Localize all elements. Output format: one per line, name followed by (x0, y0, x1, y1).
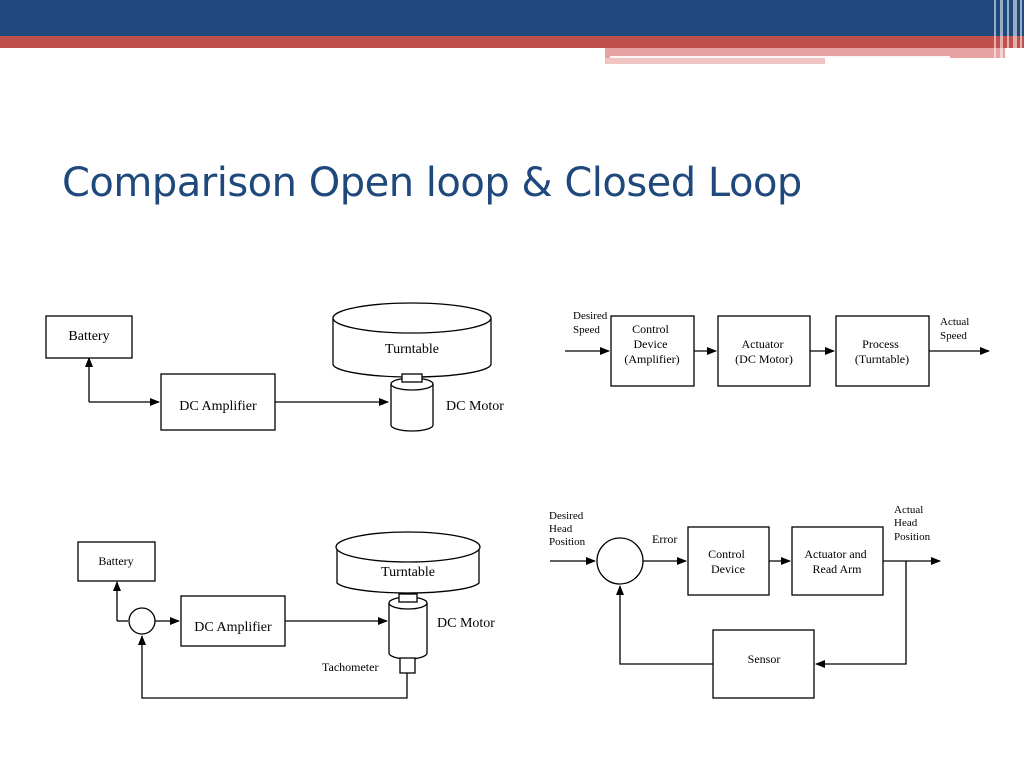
dc-motor-label: DC Motor (446, 399, 504, 414)
svg-text:Desired: Desired (573, 310, 608, 322)
svg-text:Actual Head Position: Actual Head Position (894, 504, 931, 543)
desired-head-position-1: Desired (549, 510, 584, 522)
battery-label-2: Battery (98, 554, 133, 568)
actual-head-position-1: Actual (894, 504, 923, 516)
error-summing-junction (596, 537, 644, 585)
actuator-label-2: (DC Motor) (735, 352, 793, 366)
closed-loop-physical-diagram (77, 531, 481, 699)
desired-head-position-2: Head (549, 523, 573, 535)
dc-amplifier-box-2 (180, 595, 286, 647)
actual-head-position-3: Position (894, 531, 931, 543)
closed-loop-block-diagram (550, 526, 941, 699)
sensor-block (712, 629, 815, 699)
slide-title: Comparison Open loop & Closed Loop (62, 160, 802, 206)
control-device-block-2 (687, 526, 770, 596)
svg-text:Process (Turntable): Process (Turntable) (855, 337, 909, 366)
actual-head-position-2: Head (894, 517, 918, 529)
header-accent-band (0, 36, 1024, 48)
tachometer-box (399, 657, 416, 674)
actuator-read-arm-block (791, 526, 884, 596)
desired-speed-label-2: Speed (573, 324, 600, 336)
sensor-label: Sensor (748, 652, 781, 666)
process-block (835, 315, 930, 387)
dc-amplifier-label-2: DC Amplifier (194, 620, 272, 635)
control-device-block (610, 315, 695, 387)
svg-text:Actuator (DC Motor): Actuator (DC Motor) (735, 337, 793, 366)
process-label-2: (Turntable) (855, 352, 909, 366)
svg-text:Desired Head Position: Desired Head Position (549, 510, 586, 548)
svg-text:Control Device: Control Device (708, 547, 748, 576)
actuator-read-arm-label-2: Read Arm (813, 562, 863, 576)
control-device-label-2: Device (634, 337, 668, 351)
control-device-label-3: (Amplifier) (624, 352, 679, 366)
turntable-shape (332, 302, 492, 378)
desired-head-position-3: Position (549, 536, 586, 548)
dc-motor-shape-2 (388, 593, 428, 660)
turntable-shape-2 (335, 531, 481, 594)
battery-label: Battery (68, 329, 109, 344)
tachometer-label: Tachometer (322, 660, 378, 674)
svg-text:Speed: Speed (573, 324, 600, 336)
actuator-block (717, 315, 811, 387)
control-device-2-label-2: Device (711, 562, 745, 576)
battery-box-2 (77, 541, 156, 582)
open-loop-physical-diagram (45, 302, 492, 432)
actual-speed-label-1: Actual (940, 316, 969, 328)
actual-speed-label-2: Speed (940, 330, 967, 342)
actuator-read-arm-label-1: Actuator and (804, 547, 866, 561)
turntable-label-2: Turntable (381, 565, 435, 580)
battery-box (45, 315, 133, 359)
dc-motor-label-2: DC Motor (437, 616, 495, 631)
actuator-label-1: Actuator (742, 337, 784, 351)
summing-junction (128, 607, 156, 635)
process-label-1: Process (862, 337, 899, 351)
header-bar (0, 0, 1024, 36)
header-accent-lighter (605, 58, 825, 64)
header-accent-line (610, 56, 950, 58)
control-device-label-1: Control (632, 322, 669, 336)
open-loop-block-diagram (565, 315, 990, 387)
turntable-label: Turntable (385, 342, 439, 357)
svg-text:Control Device (Amplif: Control Device (Amplifier) (624, 322, 679, 366)
control-device-2-label-1: Control (708, 547, 745, 561)
dc-amplifier-label: DC Amplifier (179, 399, 257, 414)
desired-speed-label-1: Desired (573, 310, 608, 322)
svg-text:Actuator and Read Arm: Actuator and Read Arm (804, 547, 869, 576)
svg-text:Actual Speed: Actual Speed (940, 316, 972, 342)
header-accent-light (605, 48, 1005, 58)
error-label: Error (652, 532, 677, 546)
dc-motor-shape (390, 373, 434, 432)
header-corner-stripes (990, 0, 1024, 68)
